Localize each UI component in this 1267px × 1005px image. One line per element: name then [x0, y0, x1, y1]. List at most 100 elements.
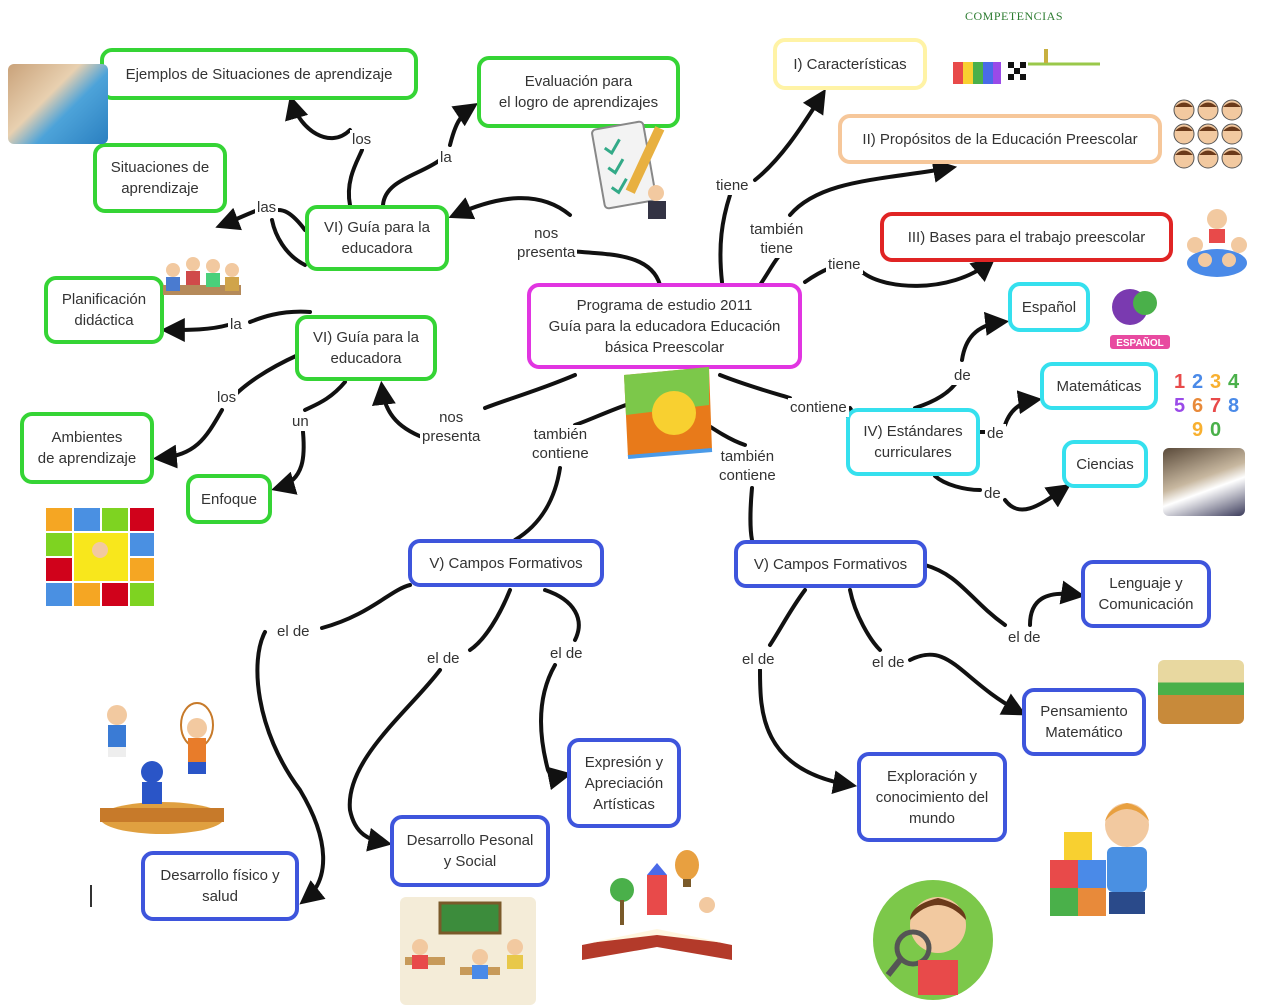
connector-guia1-la	[381, 158, 442, 207]
connector-campos1-el-de2	[468, 588, 512, 652]
svg-text:2: 2	[1192, 371, 1203, 393]
node-propositos[interactable]: II) Propósitos de la Educación Preescola…	[838, 114, 1162, 164]
node-enfoque[interactable]: Enfoque	[186, 474, 272, 524]
svg-text:1: 1	[1174, 371, 1185, 393]
svg-text:6: 6	[1192, 395, 1203, 417]
connector-guia2-los	[233, 353, 300, 397]
node-espanol[interactable]: Español	[1008, 282, 1090, 332]
connector-los-ambientes	[152, 408, 224, 469]
link-el-de-3: el de	[548, 644, 585, 663]
connector-estandares-de3	[933, 474, 982, 492]
link-contiene: contiene	[788, 398, 849, 417]
child-magnifier-image	[873, 880, 993, 1000]
connector-un-enfoque	[271, 430, 306, 495]
svg-text:5: 5	[1174, 395, 1185, 417]
node-pensamiento-matematico[interactable]: Pensamiento Matemático	[1022, 688, 1146, 756]
node-ambientes[interactable]: Ambientes de aprendizaje	[20, 412, 154, 484]
link-el-de-5: el de	[870, 653, 907, 672]
connector-guia1-los	[346, 148, 364, 207]
node-situaciones-aprendizaje[interactable]: Situaciones de aprendizaje	[93, 143, 227, 213]
node-campos-formativos-1[interactable]: V) Campos Formativos	[408, 539, 604, 587]
svg-text:7: 7	[1210, 395, 1221, 417]
node-desarrollo-fisico[interactable]: Desarrollo físico y salud	[141, 851, 299, 921]
link-las-1: las	[255, 198, 279, 217]
connector-campos2-el-de4	[768, 588, 807, 647]
connector-tambien-tiene-propositos	[788, 159, 958, 217]
connector-el-de3-expresion	[539, 663, 573, 791]
colors-ruler-image	[953, 49, 1100, 84]
connector-la-evaluacion	[448, 103, 478, 147]
link-tambien-contiene-2: también contiene	[717, 447, 778, 485]
connector-el-de5-pensamiento	[908, 652, 1027, 716]
node-center-programa[interactable]: Programa de estudio 2011 Guía para la ed…	[527, 283, 802, 369]
competencias-note: COMPETENCIAS	[965, 9, 1064, 23]
node-expresion-artisticas[interactable]: Expresión y Apreciación Artísticas	[567, 738, 681, 828]
svg-text:0: 0	[1210, 419, 1221, 440]
connector-center-tambien-tiene	[758, 253, 782, 287]
text-cursor	[90, 885, 92, 907]
node-guia-educadora-2[interactable]: VI) Guía para la educadora	[295, 315, 437, 381]
node-caracteristicas[interactable]: I) Características	[773, 38, 927, 90]
link-tiene-1: tiene	[714, 176, 751, 195]
svg-text:8: 8	[1228, 395, 1239, 417]
link-tiene-2: tiene	[826, 255, 863, 274]
connector-tambien-contiene2-campos2	[748, 486, 754, 542]
connector-la-planificacion	[160, 317, 230, 342]
node-ciencias[interactable]: Ciencias	[1062, 440, 1148, 488]
connector-tiene-caracteristicas	[753, 88, 826, 182]
connector-tiene2-bases	[858, 257, 996, 288]
connector-de3-ciencias	[1003, 483, 1071, 512]
connector-el-de4-exploracion	[758, 668, 858, 795]
connector-tambien-contiene1-campos1	[513, 466, 562, 542]
node-desarrollo-personal[interactable]: Desarrollo Pesonal y Social	[390, 815, 550, 887]
link-el-de-1: el de	[275, 622, 312, 641]
node-exploracion[interactable]: Exploración y conocimiento del mundo	[857, 752, 1007, 842]
link-tambien-tiene: también tiene	[748, 220, 806, 258]
node-evaluacion[interactable]: Evaluación para el logro de aprendizajes	[477, 56, 680, 128]
connector-nos-presenta-guia1	[448, 196, 572, 220]
connector-campos2-el-de5	[848, 588, 882, 652]
svg-text:9: 9	[1192, 419, 1203, 440]
children-jumping-image	[100, 702, 224, 834]
node-planificacion[interactable]: Planificación didáctica	[44, 276, 164, 344]
link-de-2: de	[985, 424, 1006, 443]
link-los-1: los	[350, 130, 374, 149]
faces-grid-image	[1173, 99, 1243, 169]
connector-el-de1-desarrollo-fisico	[255, 630, 326, 905]
children-circle-image	[1187, 209, 1247, 277]
node-bases[interactable]: III) Bases para el trabajo preescolar	[880, 212, 1173, 262]
svg-text:4: 4	[1228, 371, 1240, 393]
connector-guia1-left	[270, 218, 307, 267]
node-ejemplos-situaciones[interactable]: Ejemplos de Situaciones de aprendizaje	[100, 48, 418, 100]
hopscotch-image	[44, 506, 156, 608]
link-los-2: los	[215, 388, 239, 407]
classroom-photo-image	[1158, 660, 1244, 724]
connector-center-contiene	[718, 373, 792, 400]
connector-guia2-un	[303, 380, 347, 412]
link-de-3: de	[982, 484, 1003, 503]
node-estandares-curriculares[interactable]: IV) Estándares curriculares	[846, 408, 980, 476]
link-la-2: la	[228, 315, 244, 334]
child-blocks-image	[1050, 803, 1149, 916]
connector-el-de6-lenguaje	[1028, 580, 1086, 627]
connector-de1-espanol	[960, 311, 1010, 362]
svg-text:3: 3	[1210, 371, 1221, 393]
connector-center-tiene	[718, 193, 732, 284]
connector-el-de2-desarrollo-personal	[347, 668, 442, 852]
connector-guia1-las	[276, 208, 307, 232]
node-guia-educadora-1[interactable]: VI) Guía para la educadora	[305, 205, 449, 271]
link-tambien-contiene-1: también contiene	[530, 425, 591, 463]
espanol-logo-image: ESPAÑOL	[1110, 289, 1170, 349]
link-nos-presenta-1: nos presenta	[515, 224, 578, 262]
link-de-1: de	[952, 366, 973, 385]
node-lenguaje-comunicacion[interactable]: Lenguaje y Comunicación	[1081, 560, 1211, 628]
link-nos-presenta-2: nos presenta	[420, 408, 483, 446]
science-class-image	[1163, 448, 1245, 516]
node-campos-formativos-2[interactable]: V) Campos Formativos	[734, 540, 927, 588]
connector-campos1-el-de3	[543, 588, 581, 642]
connector-las-situaciones	[215, 207, 260, 231]
link-el-de-4: el de	[740, 650, 777, 669]
connector-los-ejemplos	[285, 95, 352, 141]
node-matematicas[interactable]: Matemáticas	[1040, 362, 1158, 410]
